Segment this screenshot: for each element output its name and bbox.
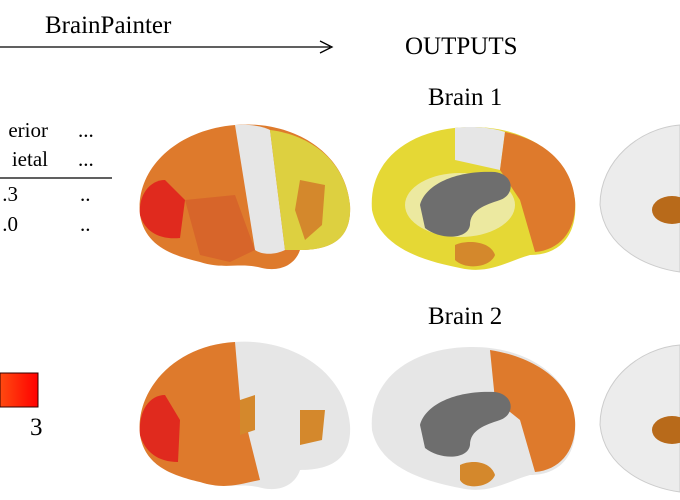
table-cell: .3 (2, 182, 18, 206)
table-cell: .0 (2, 212, 18, 236)
brain-1-glass-view (599, 124, 680, 273)
brain-2-medial-view (371, 346, 576, 490)
brain-1-label: Brain 1 (428, 84, 503, 111)
table-cell: .. (80, 212, 91, 236)
brainpainter-label: BrainPainter (45, 12, 172, 39)
colorbar (0, 372, 39, 408)
brain-2-glass-view (599, 344, 680, 493)
brain-1-lateral-view (139, 124, 351, 270)
table-header-cell: ... (78, 118, 94, 142)
brain-2-lateral-view (139, 341, 351, 490)
table-header-cell: erior (8, 118, 48, 142)
outputs-label: OUTPUTS (405, 33, 518, 60)
brain-2-label: Brain 2 (428, 303, 503, 330)
table-header-cell: ... (78, 147, 94, 171)
colorbar-max-label: 3 (30, 414, 43, 441)
table-cell: .. (80, 182, 91, 206)
table-header-cell: ietal (11, 147, 48, 171)
brain-1-medial-view (371, 126, 576, 270)
pipeline-arrow (0, 40, 334, 54)
